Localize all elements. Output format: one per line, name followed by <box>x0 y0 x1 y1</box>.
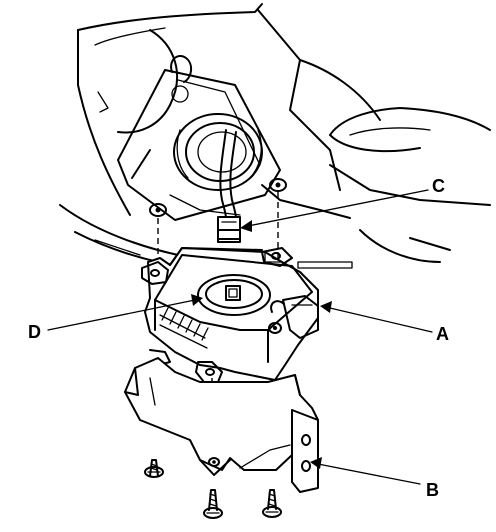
ballast-unit <box>141 247 319 383</box>
callout-leaders <box>47 189 433 485</box>
callout-b-label: B <box>426 480 439 500</box>
callout-a-label: A <box>436 324 449 344</box>
headlight-housing <box>59 3 491 269</box>
callout-d-label: D <box>28 322 41 342</box>
callout-c-label: C <box>432 176 445 196</box>
connector-c <box>217 216 241 243</box>
bulb-socket <box>173 113 263 191</box>
screw-right <box>262 489 282 518</box>
igniter-cable <box>219 129 237 219</box>
housing-screw-right <box>269 178 287 192</box>
screw-center <box>203 489 223 519</box>
housing-screw-left <box>149 203 167 217</box>
mounting-bracket <box>124 357 319 493</box>
screw-left <box>144 459 164 478</box>
